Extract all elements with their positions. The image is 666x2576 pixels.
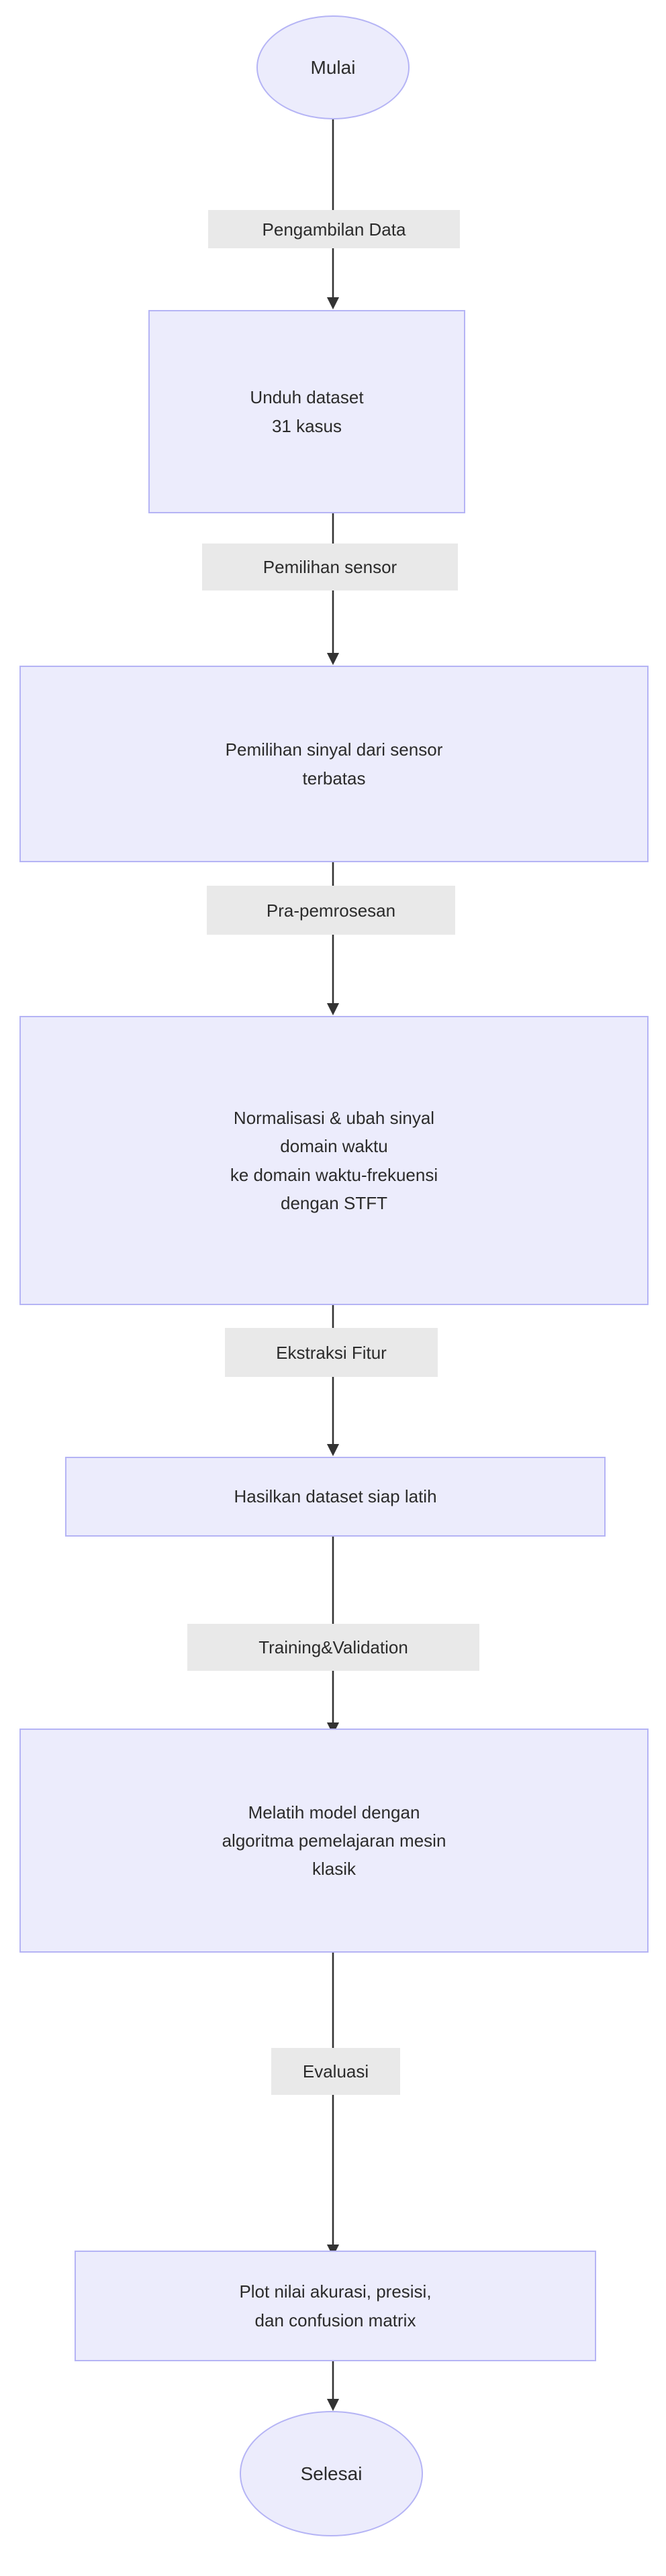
node-hasilkan-dataset-label: Hasilkan dataset siap latih [234, 1486, 437, 1507]
edge-label-training-validation: Training&Validation [187, 1624, 479, 1671]
edge-label-pra-pemrosesan: Pra-pemrosesan [207, 886, 455, 935]
edge-label-ekstraksi-fitur: Ekstraksi Fitur [225, 1328, 438, 1377]
edge-label-pemilihan-sensor: Pemilihan sensor [202, 544, 458, 590]
edge-label-pengambilan-data-text: Pengambilan Data [262, 219, 406, 240]
node-unduh-dataset[interactable]: Unduh dataset 31 kasus [148, 310, 465, 513]
edge-label-training-validation-text: Training&Validation [258, 1637, 408, 1657]
edge-label-evaluasi: Evaluasi [271, 2048, 400, 2095]
edge-label-ekstraksi-fitur-text: Ekstraksi Fitur [276, 1342, 387, 1363]
node-melatih-model[interactable]: Melatih model dengan algoritma pemelajar… [19, 1729, 649, 1953]
node-mulai[interactable]: Mulai [256, 15, 410, 119]
node-melatih-model-label: Melatih model dengan algoritma pemelajar… [222, 1802, 446, 1879]
edge-label-pemilihan-sensor-text: Pemilihan sensor [263, 557, 397, 577]
node-plot-metrik-label: Plot nilai akurasi, presisi, dan confusi… [239, 2281, 432, 2330]
node-selesai[interactable]: Selesai [240, 2411, 423, 2536]
edge-label-pengambilan-data: Pengambilan Data [208, 210, 460, 248]
node-normalisasi-stft-label: Normalisasi & ubah sinyal domain waktu k… [230, 1108, 438, 1213]
edge-label-evaluasi-text: Evaluasi [302, 2061, 369, 2081]
node-selesai-label: Selesai [300, 2463, 363, 2484]
edge-label-pra-pemrosesan-text: Pra-pemrosesan [266, 900, 396, 921]
node-normalisasi-stft[interactable]: Normalisasi & ubah sinyal domain waktu k… [19, 1016, 649, 1305]
node-pemilihan-sinyal-label: Pemilihan sinyal dari sensor terbatas [225, 739, 443, 788]
node-mulai-label: Mulai [310, 56, 356, 78]
node-pemilihan-sinyal[interactable]: Pemilihan sinyal dari sensor terbatas [19, 666, 649, 862]
node-plot-metrik[interactable]: Plot nilai akurasi, presisi, dan confusi… [75, 2251, 596, 2361]
node-hasilkan-dataset[interactable]: Hasilkan dataset siap latih [65, 1457, 606, 1537]
node-unduh-dataset-label: Unduh dataset 31 kasus [250, 387, 364, 436]
